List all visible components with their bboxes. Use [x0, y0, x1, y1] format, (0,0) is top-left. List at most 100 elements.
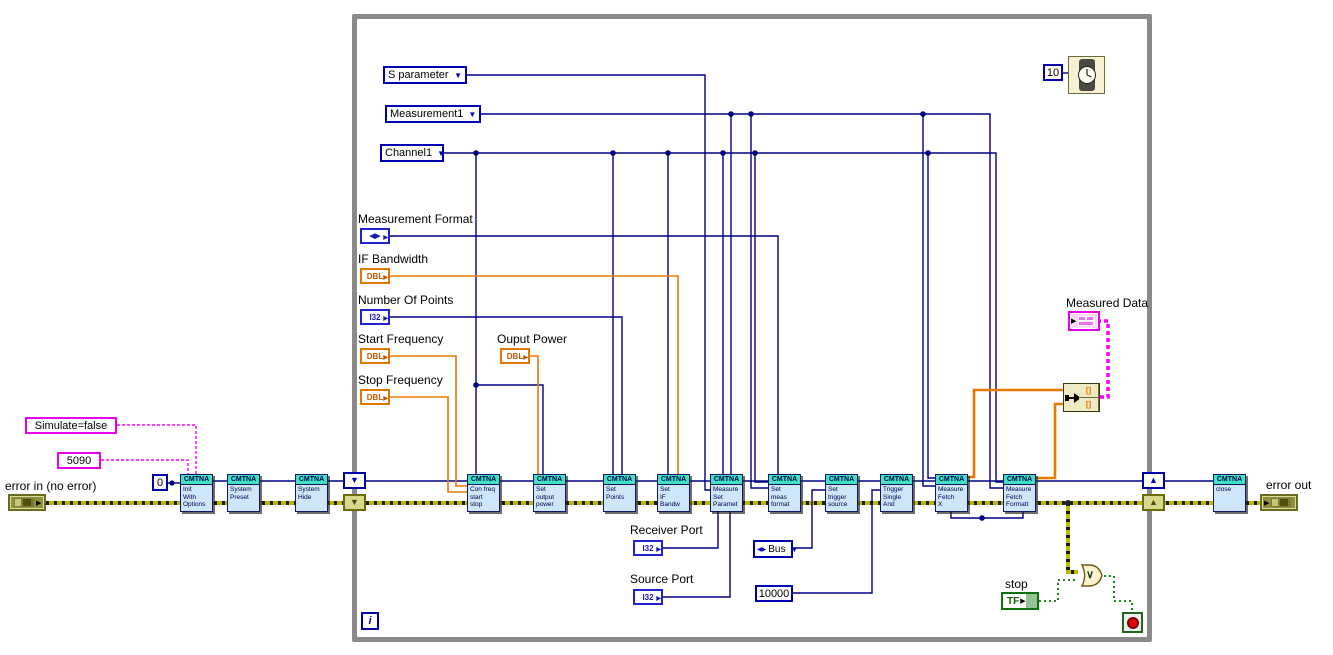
chevron-down-icon[interactable]: ▼ — [437, 148, 446, 158]
output-arrow-icon: ▶ — [383, 316, 388, 322]
start-frequency-label: Start Frequency — [358, 332, 444, 346]
or-function[interactable]: ∨ — [1078, 562, 1105, 589]
string-wires — [101, 319, 1110, 474]
vi-close[interactable]: CMTNA close — [1213, 474, 1246, 512]
ring-icon: ◀▶ — [757, 546, 767, 553]
output-arrow-icon: ▶ — [383, 355, 388, 361]
vi-header: CMTNA — [534, 475, 565, 485]
bundle-output-icon — [1064, 384, 1079, 411]
output-arrow-icon: ▶ — [656, 596, 661, 602]
shift-register-right-handle[interactable]: ▲ — [1142, 472, 1165, 489]
vi-header: CMTNA — [181, 475, 212, 485]
start-frequency-terminal[interactable]: DBL▶ — [360, 348, 390, 364]
simulate-string-constant[interactable]: Simulate=false — [25, 417, 117, 434]
vi-header: CMTNA — [228, 475, 259, 485]
receiver-port-terminal[interactable]: I32▶ — [633, 540, 663, 556]
output-arrow-icon: ▶ — [656, 547, 661, 553]
source-port-label: Source Port — [630, 572, 694, 586]
output-arrow-icon: ▶ — [383, 396, 388, 402]
chevron-down-icon[interactable]: ▼ — [468, 109, 477, 119]
if-bandwidth-terminal[interactable]: DBL▶ — [360, 268, 390, 284]
output-arrow-icon: ▶ — [1020, 598, 1026, 605]
bus-ring-constant[interactable]: ◀▶ Bus ▼ — [753, 540, 798, 558]
bundle-input-cell[interactable]: [] — [1079, 384, 1099, 398]
error-out-label: error out — [1266, 478, 1312, 492]
boolean-wires — [1039, 575, 1133, 612]
bundle-function[interactable]: [] [] — [1063, 383, 1100, 412]
vi-header: CMTNA — [881, 475, 912, 485]
vi-header: CMTNA — [658, 475, 689, 485]
output-power-label: Ouput Power — [497, 332, 568, 346]
input-arrow-icon: ▶ — [1264, 499, 1270, 507]
vi-header: CMTNA — [711, 475, 742, 485]
error-in-terminal[interactable]: ▶ — [8, 494, 46, 511]
dbl-array-wires — [968, 388, 1063, 480]
trigger-timeout-constant[interactable]: 10000 — [755, 585, 793, 602]
chevron-down-icon[interactable]: ▼ — [790, 544, 799, 554]
or-gate-icon — [1080, 564, 1103, 587]
error-out-terminal[interactable]: ▶ — [1260, 494, 1298, 511]
output-arrow-icon: ▶ — [383, 275, 388, 281]
wait-ms-clock-icon[interactable] — [1068, 56, 1105, 94]
cluster-glyph — [1078, 316, 1096, 326]
error-cluster-icon — [1271, 498, 1292, 507]
receiver-port-label: Receiver Port — [630, 523, 703, 537]
source-port-terminal[interactable]: I32▶ — [633, 589, 663, 605]
shift-register-left-error[interactable]: ▼ — [343, 494, 366, 511]
vi-header: CMTNA — [468, 475, 499, 485]
while-loop-border[interactable] — [352, 14, 1152, 642]
output-arrow-icon: ▶ — [523, 355, 528, 361]
loop-iteration-terminal[interactable]: i — [361, 612, 379, 630]
stop-frequency-label: Stop Frequency — [358, 373, 443, 387]
shift-register-right-error[interactable]: ▲ — [1142, 494, 1165, 511]
wait-ms-constant[interactable]: 10 — [1043, 64, 1063, 81]
loop-condition-terminal[interactable] — [1122, 612, 1143, 633]
shift-register-left-handle[interactable]: ▼ — [343, 472, 366, 489]
vi-header: CMTNA — [936, 475, 967, 485]
error-in-label: error in (no error) — [5, 479, 97, 493]
measurement-format-terminal[interactable]: ◀▶▶ — [360, 228, 390, 244]
channel-combo[interactable]: Channel1 ▼ — [380, 144, 446, 162]
vi-header: CMTNA — [826, 475, 857, 485]
vi-header: CMTNA — [1004, 475, 1035, 485]
output-power-terminal[interactable]: DBL▶ — [500, 348, 530, 364]
if-bandwidth-label: IF Bandwidth — [358, 252, 429, 266]
wire-junctions — [169, 111, 985, 521]
watch-icon — [1078, 59, 1096, 91]
stop-label: stop — [1005, 577, 1028, 591]
vi-header: CMTNA — [604, 475, 635, 485]
vi-header: CMTNA — [1214, 475, 1245, 485]
output-arrow-icon: ▶ — [36, 499, 42, 507]
error-cluster-icon — [14, 498, 34, 507]
measured-data-indicator[interactable]: ▶ — [1068, 311, 1100, 331]
port-string-constant[interactable]: 5090 — [57, 452, 101, 469]
stop-frequency-terminal[interactable]: DBL▶ — [360, 389, 390, 405]
measurement-combo[interactable]: Measurement1 ▼ — [385, 105, 481, 123]
or-glyph: ∨ — [1086, 569, 1095, 581]
bundle-input-cell[interactable]: [] — [1079, 397, 1099, 411]
s-parameter-combo[interactable]: S parameter ▼ — [383, 66, 467, 84]
vi-header: CMTNA — [296, 475, 327, 485]
stop-sign-icon — [1126, 616, 1139, 629]
number-of-points-label: Number Of Points — [358, 293, 454, 307]
zero-constant[interactable]: 0 — [152, 474, 168, 491]
number-of-points-terminal[interactable]: I32▶ — [360, 309, 390, 325]
measured-data-label: Measured Data — [1066, 296, 1149, 310]
chevron-down-icon[interactable]: ▼ — [454, 70, 462, 80]
stop-boolean-terminal[interactable]: TF ▶ — [1001, 592, 1039, 610]
dbl-wires — [390, 275, 679, 493]
